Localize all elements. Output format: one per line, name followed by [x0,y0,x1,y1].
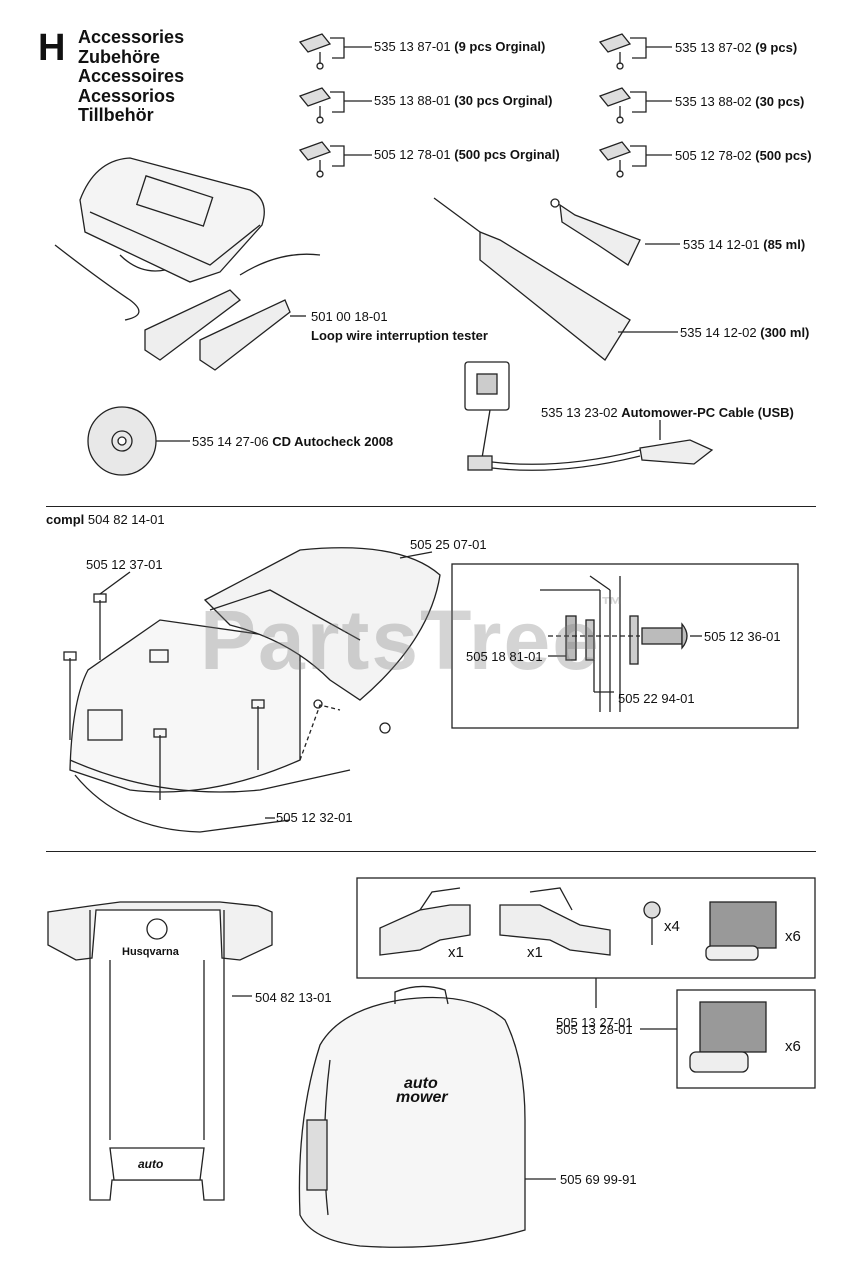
roof-part-label: 505 25 07-01 [410,537,487,552]
section-titles: Accessories Zubehöre Accessoires Acessor… [78,27,185,126]
title-de: Zubehöre [78,46,161,67]
separator-line [46,506,816,507]
screw-qty: x4 [664,918,680,935]
blade-label: 505 12 78-02 (500 pcs) [675,148,812,163]
blade-icon [598,87,672,124]
tester-name: Loop wire interruption tester [311,328,488,343]
screw-icon [63,651,77,740]
bag-mower-text: mower [396,1089,448,1106]
grease-large-label: 535 14 12-02 (300 ml) [680,325,810,340]
screw-icon [93,593,107,660]
blade-label: 535 13 87-01 (9 pcs Orginal) [374,39,546,54]
title-en: Accessories [78,27,185,47]
blade-label: 535 13 88-02 (30 pcs) [675,94,805,109]
bracket-qty: x1 [448,944,464,961]
cd-icon [87,406,190,476]
charging-station-icon [69,547,441,833]
blade-icon [298,87,372,124]
cable-label: 535 13 23-02 Automower-PC Cable (USB) [541,405,794,420]
title-es: Acessorios [78,85,176,106]
detail-inset [451,563,799,729]
kit-part-label: 505 13 27-01 [556,1015,633,1030]
separator-line [46,851,816,852]
bag-icon [298,985,556,1248]
pin-part-label: 505 12 36-01 [704,629,781,644]
blade-icon [298,141,372,178]
usb-cable-icon [464,361,714,471]
brush-part-label: 505 13 28-01 [556,1022,633,1037]
screw-small-icon [643,901,661,945]
clip-part-label: 505 22 94-01 [618,691,695,706]
bracket-icon [379,887,471,956]
blade-icon [598,33,672,70]
tester-case-icon [54,157,321,371]
blade-icon [298,33,372,70]
bag-auto-text: auto [404,1075,438,1092]
screw-part-label: 505 12 37-01 [86,557,163,572]
brush-qty: x6 [785,928,801,945]
blade-label: 535 13 88-01 (30 pcs Orginal) [374,93,553,108]
washer-part-label: 505 18 81-01 [466,649,543,664]
brush-icon [689,1001,767,1073]
title-fr: Accessoires [78,66,185,86]
grease-cartridge-icon [433,197,678,361]
hanger-auto-text: auto [138,1157,164,1171]
title-sv: Tillbehör [78,105,154,125]
watermark-text: PartsTree [200,593,601,687]
compl-label: compl 504 82 14-01 [46,512,165,527]
screw-icon [251,699,265,770]
tester-part-number: 501 00 18-01 [311,309,388,324]
bracket-qty: x1 [527,944,543,961]
base-part-label: 505 12 32-01 [276,810,353,825]
grease-small-label: 535 14 12-01 (85 ml) [683,237,806,252]
pin-assembly-icon [540,575,702,712]
watermark: PartsTree™ [200,592,625,689]
wall-hanger-part-label: 504 82 13-01 [255,990,332,1005]
bracket-icon [499,887,611,956]
blade-label: 505 12 78-01 (500 pcs Orginal) [374,147,560,162]
blade-label: 535 13 87-02 (9 pcs) [675,40,798,55]
watermark-mark: ™ [600,592,625,617]
brush-box-qty: x6 [785,1038,801,1055]
section-letter: H [38,27,66,69]
blade-icon [598,141,672,178]
bag-part-label: 505 69 99-91 [560,1172,637,1187]
hanger-brand-text: Husqvarna [122,946,179,958]
wall-hanger-icon [47,901,273,1201]
cd-label: 535 14 27-06 CD Autocheck 2008 [192,434,394,449]
brush-icon [705,901,777,961]
grease-tube-icon [550,198,680,266]
screw-icon [153,728,167,800]
